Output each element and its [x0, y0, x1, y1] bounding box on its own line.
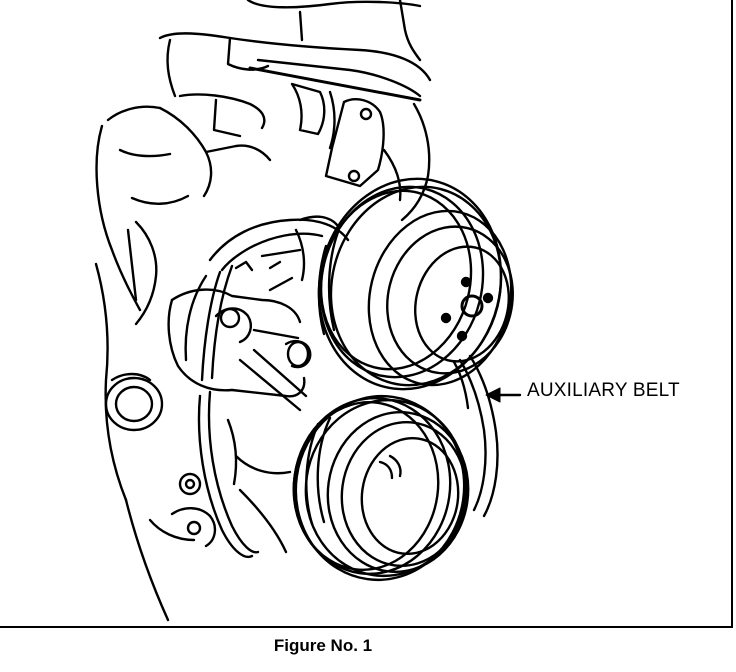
- figure-caption: Figure No. 1: [273, 636, 373, 655]
- lower-pulley: [292, 394, 470, 582]
- engine-block: [94, 0, 432, 622]
- auxiliary-belt: [197, 232, 499, 559]
- block-freeze-plug: [104, 376, 164, 432]
- auxiliary-belt-label: AUXILIARY BELT: [527, 380, 680, 401]
- engine-line-drawing: [94, 0, 522, 622]
- callout-arrow: [485, 387, 522, 403]
- water-pump-casting: [148, 215, 350, 554]
- upper-pulley: [317, 177, 514, 391]
- figure-frame: AUXILIARY BELT: [0, 0, 733, 628]
